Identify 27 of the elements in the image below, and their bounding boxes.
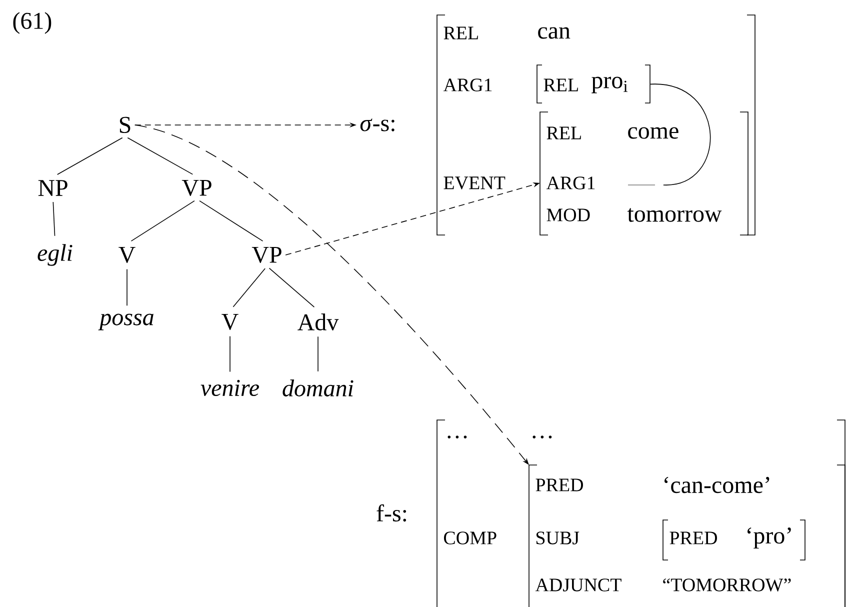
example-number: (61) bbox=[13, 12, 52, 34]
attribute-value-matrix: PRED ‘pro’ bbox=[662, 520, 806, 560]
category-label: S bbox=[120, 116, 130, 134]
tree-branch bbox=[199, 200, 264, 242]
category-label: VP bbox=[182, 180, 212, 196]
word-label: domani bbox=[282, 380, 354, 396]
coindex-line bbox=[650, 84, 711, 186]
attribute-value-matrix: REL come ARG1 MOD tomorrow bbox=[540, 112, 748, 236]
tree-branch bbox=[127, 137, 194, 175]
tree-branch bbox=[56, 137, 123, 175]
word-label: venire bbox=[200, 380, 260, 396]
structure-label: σ-s: bbox=[360, 118, 394, 132]
category-label: NP bbox=[38, 180, 68, 196]
attribute-value-matrix: REL pro$_{i}$ bbox=[536, 64, 650, 104]
tree-branch bbox=[126, 268, 128, 306]
dash-line bbox=[628, 184, 656, 186]
tree-branch bbox=[130, 200, 195, 242]
tree-branch bbox=[52, 202, 56, 236]
category-label: V bbox=[222, 314, 238, 330]
category-label: Adv bbox=[298, 314, 339, 330]
tree-branch bbox=[232, 268, 266, 308]
tree-branch bbox=[268, 268, 315, 308]
word-label: possa bbox=[98, 314, 154, 330]
word-label: egli bbox=[38, 244, 72, 266]
category-label: V bbox=[118, 246, 136, 264]
category-label: VP bbox=[252, 246, 282, 264]
structure-label: f-s: bbox=[376, 504, 406, 522]
